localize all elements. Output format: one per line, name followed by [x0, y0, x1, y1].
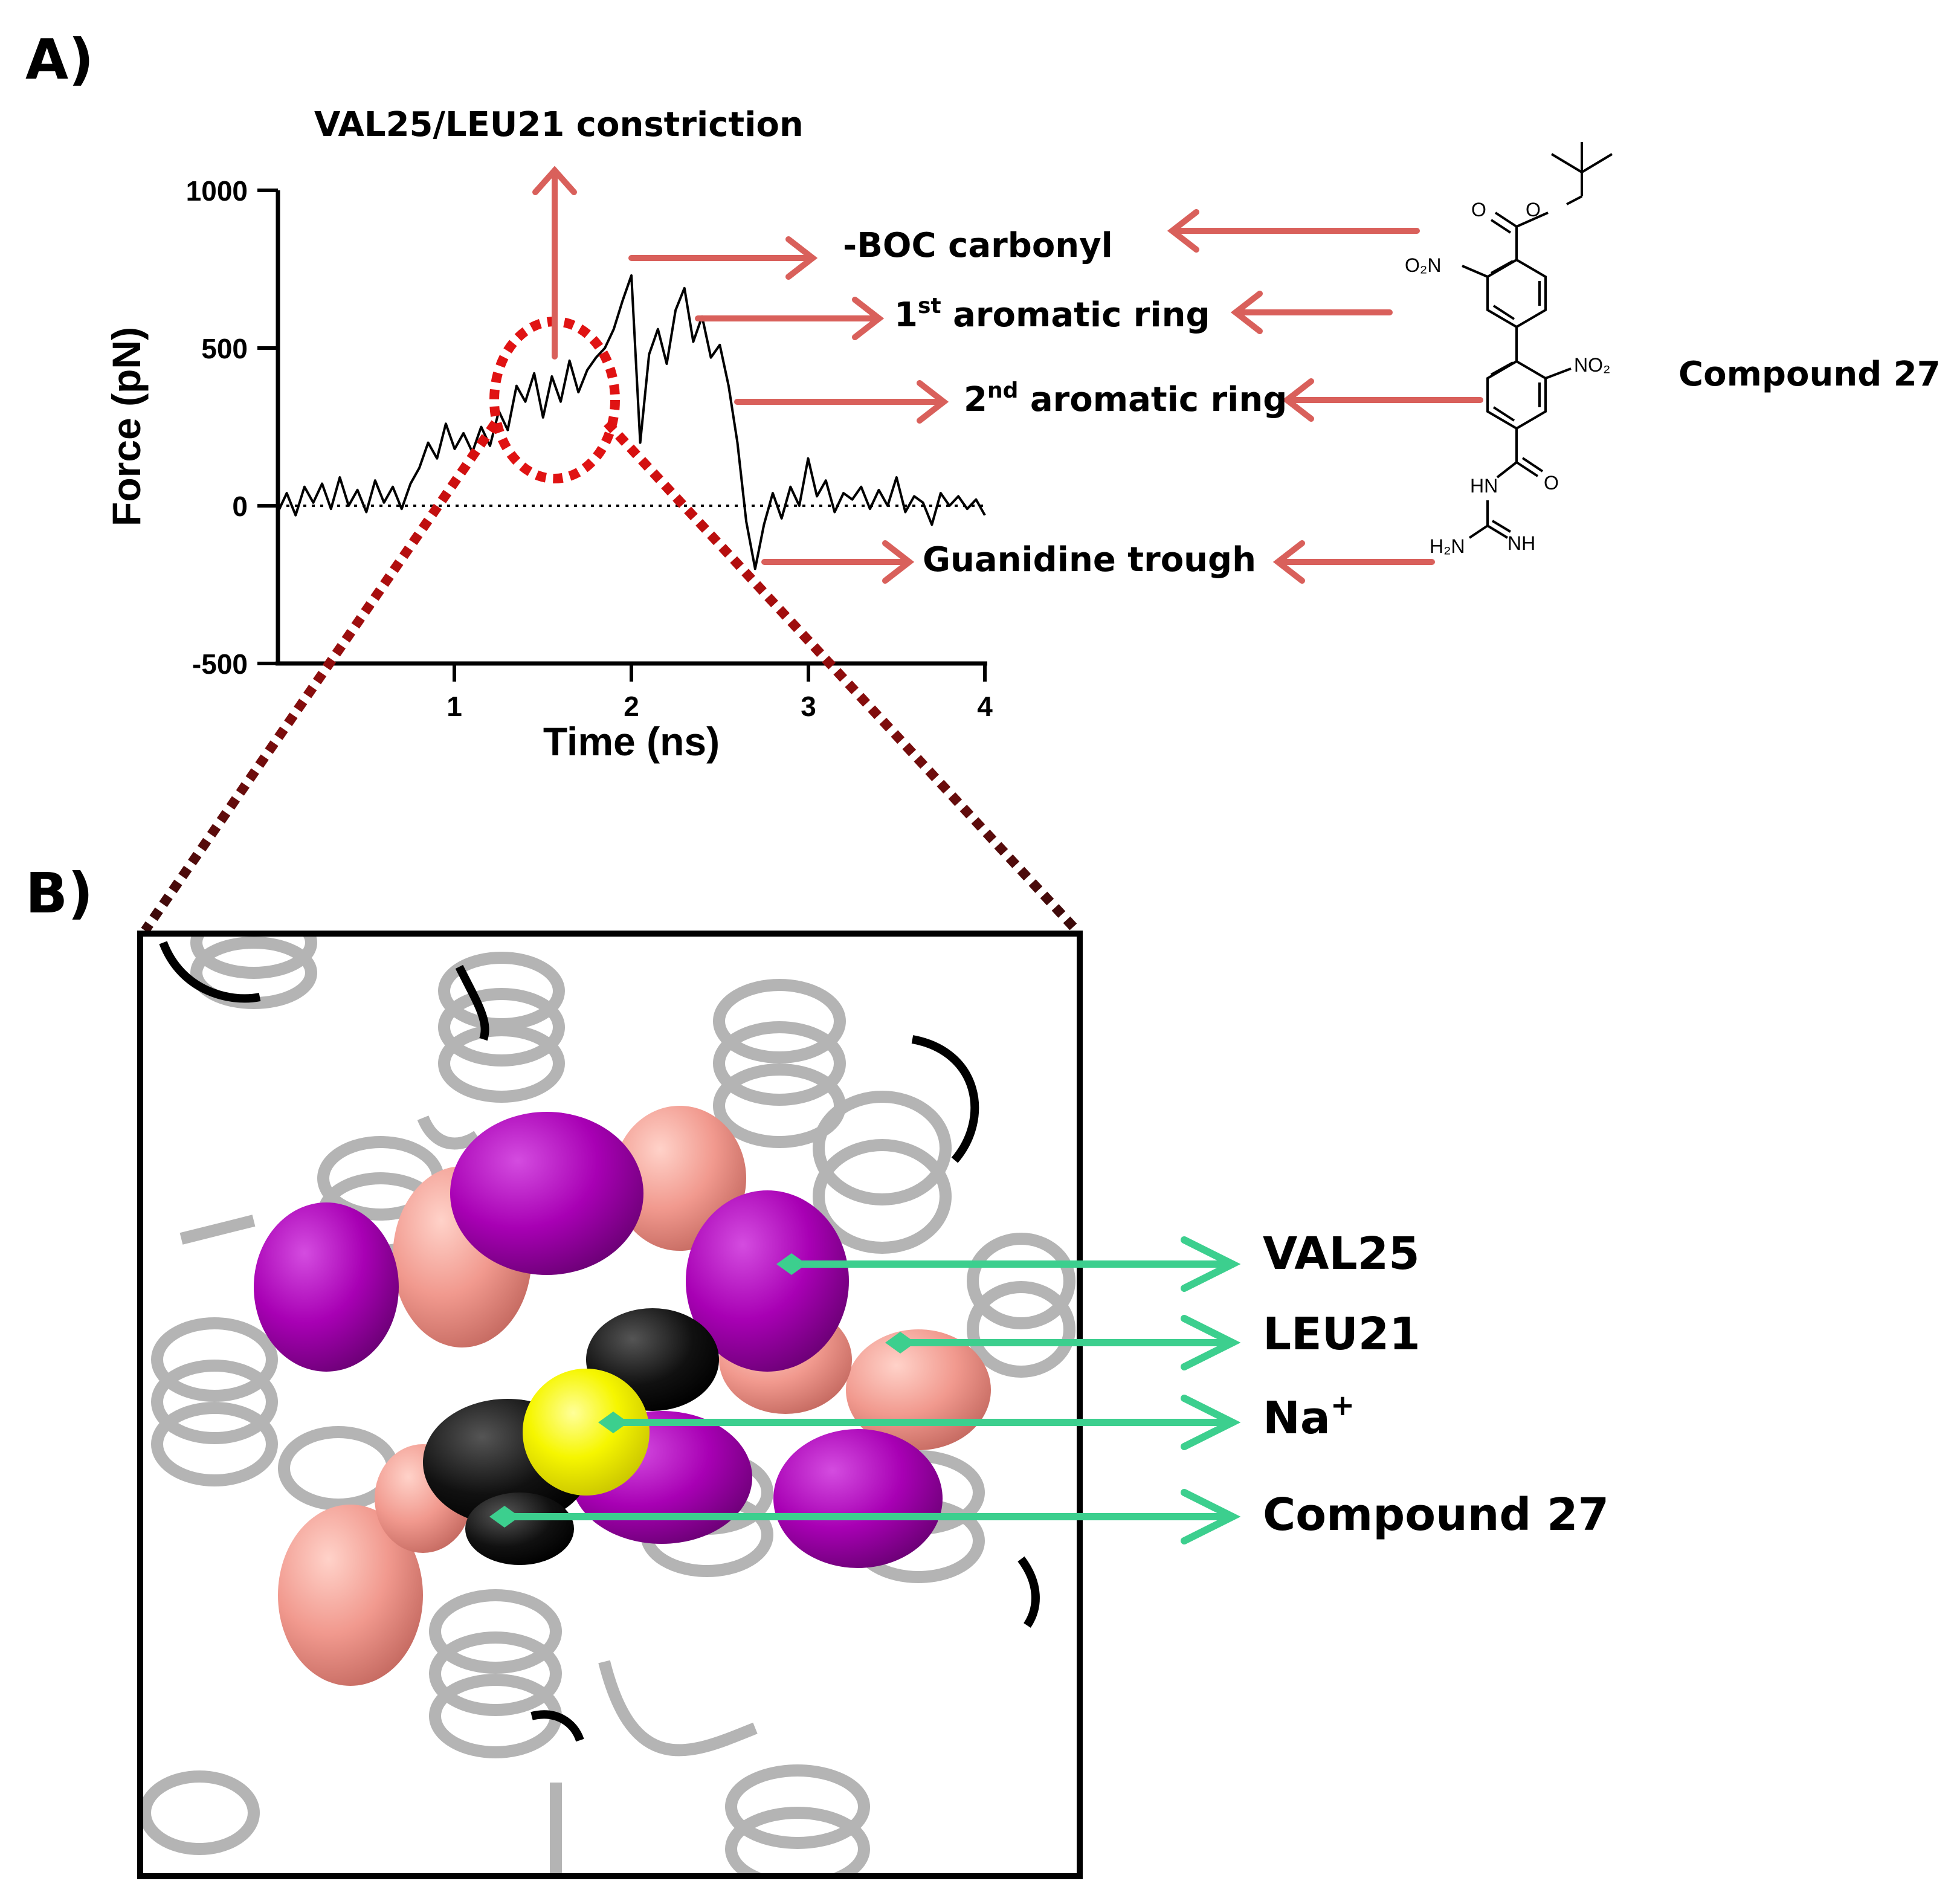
arrow-left-icon	[1167, 209, 1420, 253]
arrow-right-icon	[598, 1395, 1241, 1450]
arrow-right-icon	[695, 297, 885, 340]
atom-hn: HN	[1470, 475, 1498, 497]
label-sodium: Na+	[1263, 1389, 1355, 1444]
annotation-first-ring: 1st aromatic ring	[894, 294, 1210, 335]
x-tick-label: 2	[624, 691, 639, 722]
annotation-second-ring: 2nd aromatic ring	[964, 378, 1287, 419]
arrow-left-icon	[1230, 291, 1393, 334]
annotation-guanidine: Guanidine trough	[923, 540, 1256, 579]
x-ticks: 1 2 3 4	[447, 663, 993, 722]
arrow-right-icon	[628, 236, 818, 280]
x-axis-title: Time (ns)	[543, 719, 720, 764]
arrow-right-icon	[776, 1236, 1241, 1292]
y-tick-label: 0	[232, 491, 248, 522]
panel-label-b: B)	[25, 861, 93, 926]
atom-h2n: H₂N	[1430, 535, 1465, 557]
atom-nh: NH	[1507, 532, 1535, 554]
zoom-line-right	[604, 419, 1080, 934]
atom-o: O	[1544, 472, 1559, 494]
arrow-right-icon	[734, 380, 949, 424]
arrow-left-icon	[1282, 378, 1483, 422]
label-val25: VAL25	[1263, 1228, 1420, 1280]
label-compound-27: Compound 27	[1263, 1489, 1609, 1541]
sodium-ion-sphere	[523, 1369, 650, 1496]
arrow-left-icon	[1272, 540, 1435, 584]
atom-o: O	[1471, 199, 1486, 221]
y-tick-label: 1000	[186, 175, 248, 207]
nitro-group-b: NO₂	[1574, 354, 1610, 376]
atom-o: O	[1526, 199, 1541, 221]
x-tick-label: 1	[447, 691, 462, 722]
arrow-up-icon	[532, 166, 577, 360]
annotation-boc-carbonyl: -BOC carbonyl	[843, 226, 1113, 265]
y-ticks: 1000 500 0 -500	[186, 175, 278, 680]
force-series-line	[277, 274, 986, 570]
arrow-right-icon	[885, 1315, 1241, 1370]
black-loops	[159, 941, 1040, 1742]
panel-b-frame	[137, 931, 1083, 1879]
annotation-constriction: VAL25/LEU21 constriction	[314, 105, 804, 144]
y-tick-label: -500	[192, 648, 248, 680]
green-label-arrows	[489, 1236, 1241, 1544]
compound-27-structure: O O O₂N NO₂ HN O H₂N NH	[1405, 142, 1613, 557]
annotation-compound-27: Compound 27	[1678, 355, 1941, 394]
nitro-group-a: O₂N	[1405, 254, 1441, 276]
y-tick-label: 500	[201, 333, 248, 364]
x-tick-label: 3	[801, 691, 816, 722]
arrow-right-icon	[489, 1489, 1241, 1544]
panel-label-a: A)	[25, 27, 94, 92]
label-leu21: LEU21	[1263, 1308, 1420, 1360]
y-axis-title: Force (pN)	[104, 327, 149, 526]
x-tick-label: 4	[977, 691, 993, 722]
protein-structure-image	[140, 934, 1080, 1876]
arrow-right-icon	[761, 540, 915, 584]
force-chart: 1000 500 0 -500 1 2 3 4 Time (ns) Force …	[104, 175, 993, 764]
annotation-arrows	[532, 166, 1483, 584]
zoom-line-left	[141, 420, 500, 934]
